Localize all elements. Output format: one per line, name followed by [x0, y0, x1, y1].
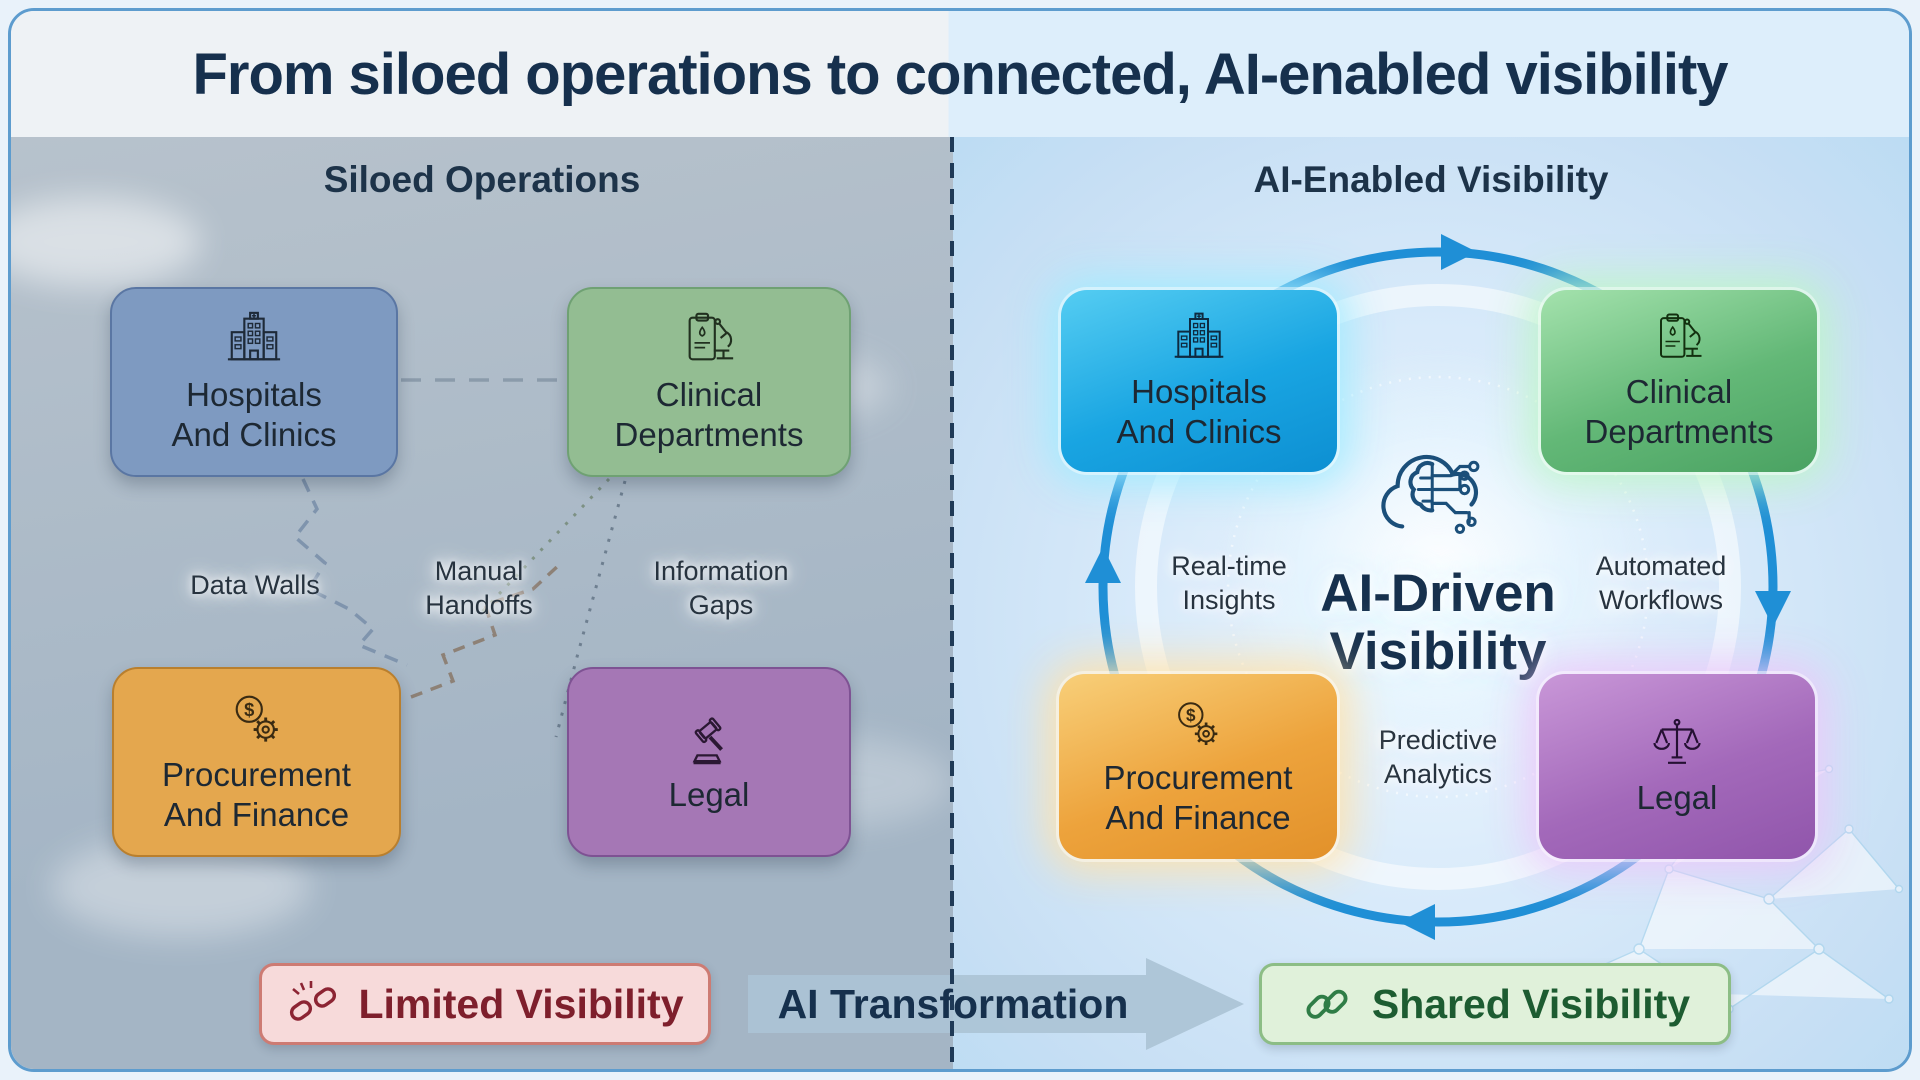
flow-ring: [1085, 234, 1791, 940]
shared-visibility-label: Shared Visibility: [1371, 980, 1691, 1027]
manual-handoffs-label: Manual Handoffs: [425, 556, 533, 620]
limited-visibility-badge: Limited Visibility: [259, 963, 711, 1045]
content-area: Siloed Operations: [11, 137, 1909, 1069]
ai-box-procurement: $ Procurement And Finance: [1059, 674, 1337, 859]
limited-visibility-label: Limited Visibility: [358, 980, 684, 1027]
ai-box-hospitals: Hospitals And Clinics: [1061, 290, 1337, 472]
information-gaps-label: Information Gaps: [653, 556, 789, 620]
box-label: Clinical Departments: [614, 376, 804, 453]
siloed-box-procurement: $ Procurement And Finance: [112, 667, 401, 857]
ai-transformation-arrow: AI Transformation: [748, 958, 1244, 1050]
svg-text:$: $: [1186, 706, 1196, 725]
siloed-panel-header: Siloed Operations: [323, 159, 641, 200]
automated-workflows-label: Automated Workflows: [1595, 551, 1727, 615]
money-gear-icon: $: [1178, 702, 1218, 745]
real-time-insights-label: Real-time Insights: [1171, 551, 1287, 615]
box-label: Procurement And Finance: [1103, 758, 1293, 836]
clipboard-microscope-icon: [1660, 313, 1702, 359]
circular-flow-arrows: [1085, 234, 1791, 940]
box-label: Legal: [668, 776, 750, 814]
title-band: From siloed operations to connected, AI-…: [11, 11, 1909, 137]
shared-visibility-badge: Shared Visibility: [1259, 963, 1731, 1045]
scales-of-justice-icon: [1653, 718, 1701, 764]
gavel-icon: [692, 717, 723, 765]
siloed-box-hospitals: Hospitals And Clinics: [110, 287, 398, 477]
box-label: Hospitals And Clinics: [171, 376, 337, 453]
box-label: Procurement And Finance: [162, 756, 351, 833]
broken-chain-icon: [290, 981, 337, 1021]
panel-divider: [950, 137, 954, 1069]
box-label: Hospitals And Clinics: [1116, 373, 1282, 450]
siloed-operations-panel: Siloed Operations: [11, 137, 953, 1069]
ai-box-clinical: Clinical Departments: [1541, 290, 1817, 472]
svg-text:$: $: [244, 699, 254, 720]
ai-brain-cloud-icon: [1381, 454, 1480, 534]
ai-enabled-panel: AI-Enabled Visibility: [953, 137, 1909, 1069]
predictive-analytics-label: Predictive Analytics: [1378, 725, 1498, 789]
chain-link-icon: [1306, 989, 1348, 1019]
ai-box-legal: Legal: [1539, 674, 1815, 859]
hospital-icon: [1174, 313, 1224, 359]
infographic-frame: From siloed operations to connected, AI-…: [8, 8, 1912, 1072]
siloed-box-clinical: Clinical Departments: [567, 287, 851, 477]
box-label: Legal: [1636, 778, 1718, 816]
ai-panel-header: AI-Enabled Visibility: [1253, 159, 1609, 200]
siloed-box-legal: Legal: [567, 667, 851, 857]
hospital-icon: [227, 312, 281, 361]
data-walls-label: Data Walls: [190, 570, 320, 600]
box-label: Clinical Departments: [1584, 373, 1774, 450]
ai-driven-visibility-label: AI-Driven Visibility: [1320, 564, 1556, 682]
money-gear-icon: $: [235, 696, 278, 743]
page-title: From siloed operations to connected, AI-…: [192, 41, 1728, 107]
clipboard-microscope-icon: [688, 313, 734, 361]
cloud-decoration: [11, 197, 201, 287]
silo-connectors: [292, 378, 627, 738]
